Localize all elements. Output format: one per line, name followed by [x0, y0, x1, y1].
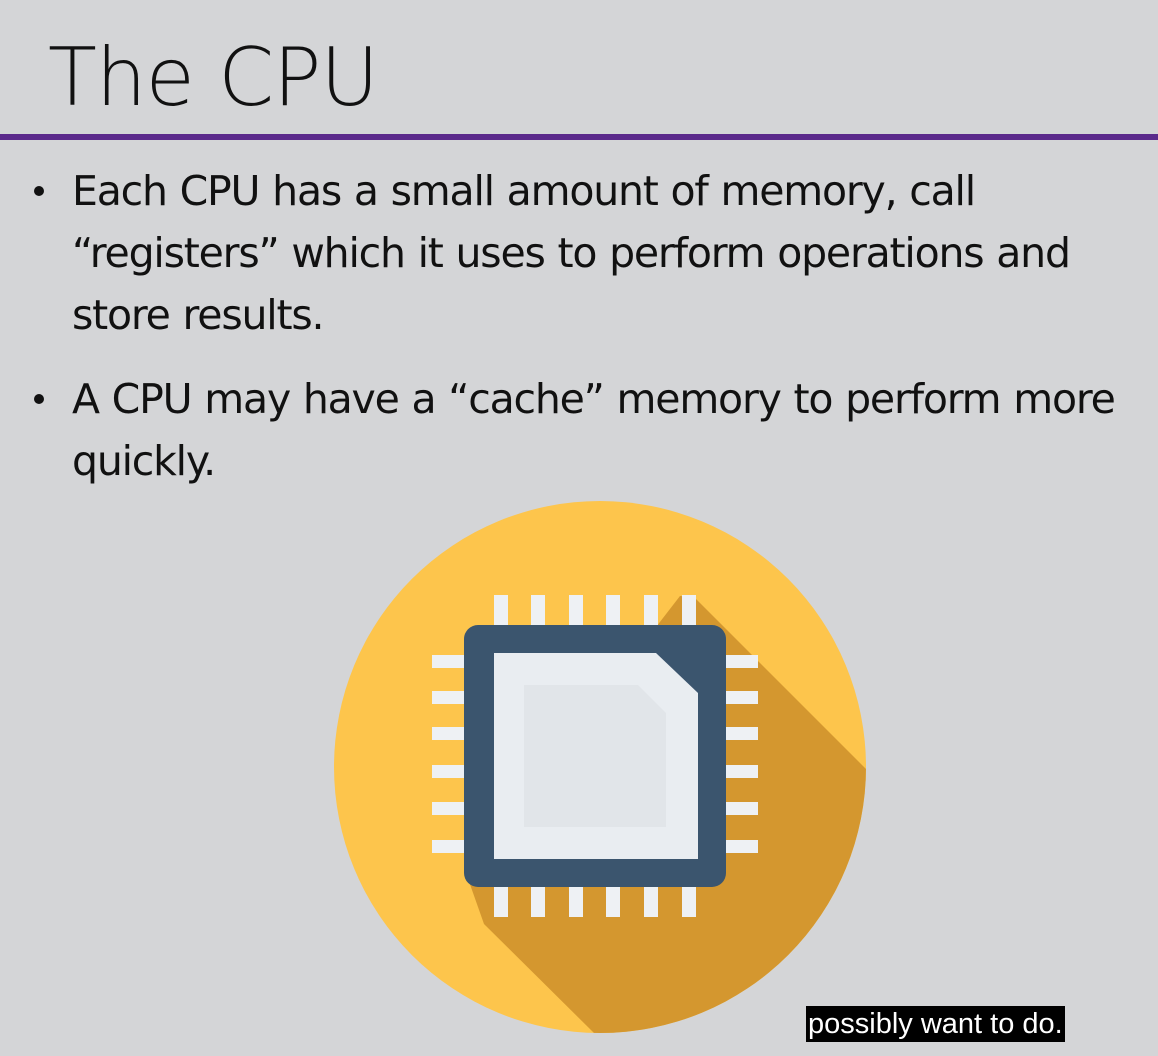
- bullet-item: Each CPU has a small amount of memory, c…: [34, 160, 1149, 346]
- bullet-marker: [34, 186, 44, 196]
- left-pins: [432, 655, 466, 853]
- bullet-list: Each CPU has a small amount of memory, c…: [34, 160, 1149, 514]
- bullet-marker: [34, 394, 44, 404]
- bullet-item: A CPU may have a “cache” memory to perfo…: [34, 368, 1149, 492]
- bullet-text: A CPU may have a “cache” memory to perfo…: [72, 375, 1116, 485]
- subtitle-caption: possibly want to do.: [806, 1006, 1065, 1042]
- cpu-chip-icon: [334, 501, 866, 1033]
- slide-title: The CPU: [48, 31, 379, 124]
- bottom-pins: [494, 885, 696, 917]
- chip-die-inner: [524, 685, 666, 827]
- right-pins: [724, 655, 758, 853]
- title-divider: [0, 134, 1158, 140]
- top-pins: [494, 595, 696, 627]
- bullet-text: Each CPU has a small amount of memory, c…: [72, 167, 1071, 339]
